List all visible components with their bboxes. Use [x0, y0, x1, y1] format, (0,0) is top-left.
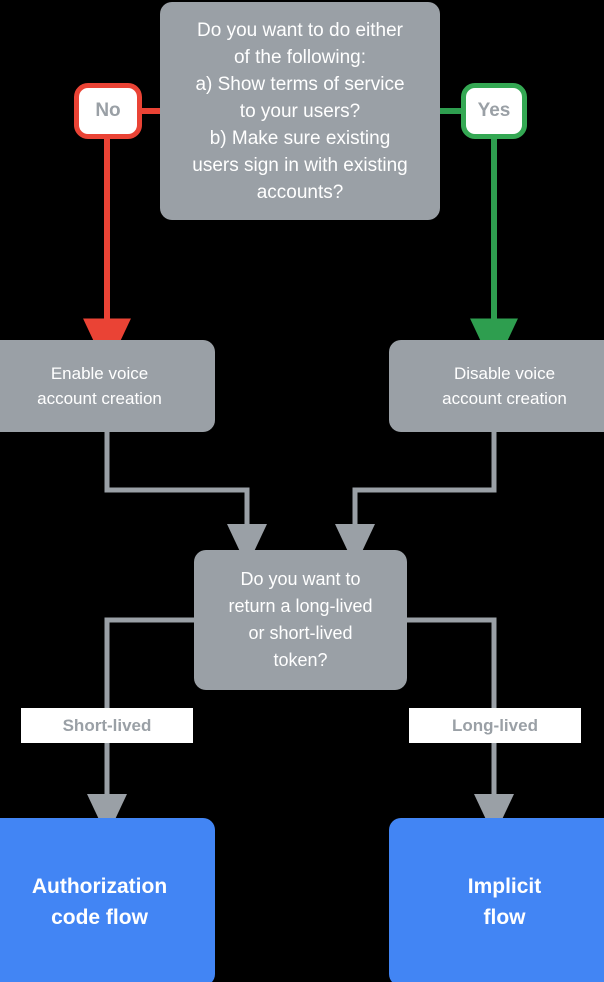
branch-badge-no-label: No: [95, 100, 121, 121]
edge-label-long-lived-text: Long-lived: [452, 715, 538, 735]
branch-badge-yes-label: Yes: [477, 100, 511, 121]
branch-badge-no[interactable]: No: [74, 83, 142, 139]
action-node-enable-voice-account-creation-text: Enable voice account creation: [37, 364, 162, 408]
edge-label-short-lived: Short-lived: [21, 708, 193, 743]
decision-node-account-linking-text: Do you want to do either of the followin…: [192, 19, 408, 203]
connector-enable-to-decision: [104, 432, 267, 567]
edge-label-short-lived-text: Short-lived: [62, 715, 152, 735]
decision-node-token-lifetime-text: Do you want to return a long-lived or sh…: [228, 569, 373, 670]
terminal-node-authorization-code-flow: Authorization code flow: [0, 818, 215, 982]
branch-badge-yes[interactable]: Yes: [461, 83, 527, 139]
edge-label-long-lived: Long-lived: [409, 708, 581, 743]
action-node-disable-voice-account-creation-text: Disable voice account creation: [442, 364, 567, 408]
action-node-enable-voice-account-creation: Enable voice account creation: [0, 340, 215, 432]
decision-node-token-lifetime: Do you want to return a long-lived or sh…: [194, 550, 407, 690]
terminal-node-authorization-code-flow-text: Authorization code flow: [31, 875, 168, 929]
action-node-disable-voice-account-creation: Disable voice account creation: [389, 340, 604, 432]
decision-node-account-linking: Do you want to do either of the followin…: [160, 2, 440, 220]
connector-disable-to-decision: [335, 432, 497, 567]
terminal-node-implicit-flow-text: Implicit flow: [467, 875, 542, 929]
terminal-node-implicit-flow: Implicit flow: [389, 818, 604, 982]
